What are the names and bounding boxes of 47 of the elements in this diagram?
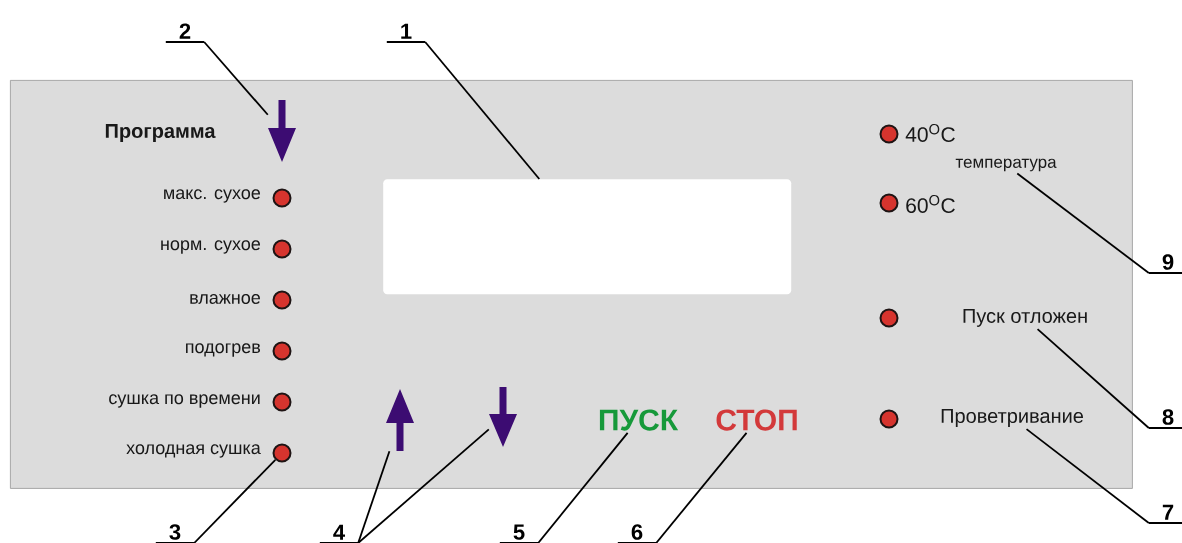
callout-number: 5 — [499, 524, 539, 543]
arrow-button-icon — [386, 389, 414, 451]
indicator-label: температура — [955, 158, 1057, 172]
indicator-label: подогрев — [186, 343, 261, 357]
indicator-label: влажное — [190, 294, 260, 304]
callout-number: 9 — [1148, 254, 1182, 275]
indicator-lamp — [272, 290, 292, 310]
indicator-label: холодная сушка — [126, 444, 261, 458]
leader-line — [357, 450, 391, 543]
leader-line — [1016, 172, 1150, 274]
leader-line — [357, 428, 490, 543]
callout-number: 3 — [155, 524, 195, 543]
callout-number: 6 — [617, 524, 657, 543]
indicator-label: 60$^{O}$C — [906, 195, 955, 213]
indicator-lamp — [879, 409, 899, 429]
leader-line — [193, 458, 277, 543]
leader-line — [424, 41, 541, 180]
callout-number: 1 — [386, 23, 426, 44]
leader-line — [1025, 428, 1150, 524]
indicator-lamp — [272, 341, 292, 361]
indicator-label: Проветривание — [941, 409, 1083, 427]
indicator-label: сушка по времени — [109, 394, 260, 408]
indicator-label: Пуск отложен — [963, 309, 1087, 327]
callout-number: 2 — [165, 23, 205, 44]
arrow-button-icon — [489, 387, 517, 447]
indicator-lamp — [879, 193, 899, 213]
display-window — [383, 179, 792, 295]
button-label: ПУСК — [599, 409, 679, 431]
leader-line — [203, 41, 269, 116]
button-label: СТОП — [716, 409, 797, 431]
panel-heading: Программа — [105, 124, 216, 142]
indicator-lamp — [272, 392, 292, 412]
callout-number: 4 — [319, 524, 359, 543]
arrow-button-icon — [268, 100, 296, 162]
callout-number: 7 — [1148, 504, 1182, 525]
leader-line — [1036, 328, 1150, 429]
indicator-lamp — [879, 124, 899, 144]
indicator-lamp — [272, 188, 292, 208]
indicator-label: макс. сухое — [164, 189, 261, 203]
indicator-lamp — [272, 239, 292, 259]
indicator-lamp — [879, 308, 899, 328]
leader-line — [655, 431, 748, 543]
callout-number: 8 — [1148, 409, 1182, 430]
indicator-label: 40$^{O}$C — [905, 124, 955, 142]
indicator-lamp — [272, 443, 292, 463]
leader-line — [537, 431, 629, 543]
indicator-label: норм. сухое — [161, 240, 260, 254]
